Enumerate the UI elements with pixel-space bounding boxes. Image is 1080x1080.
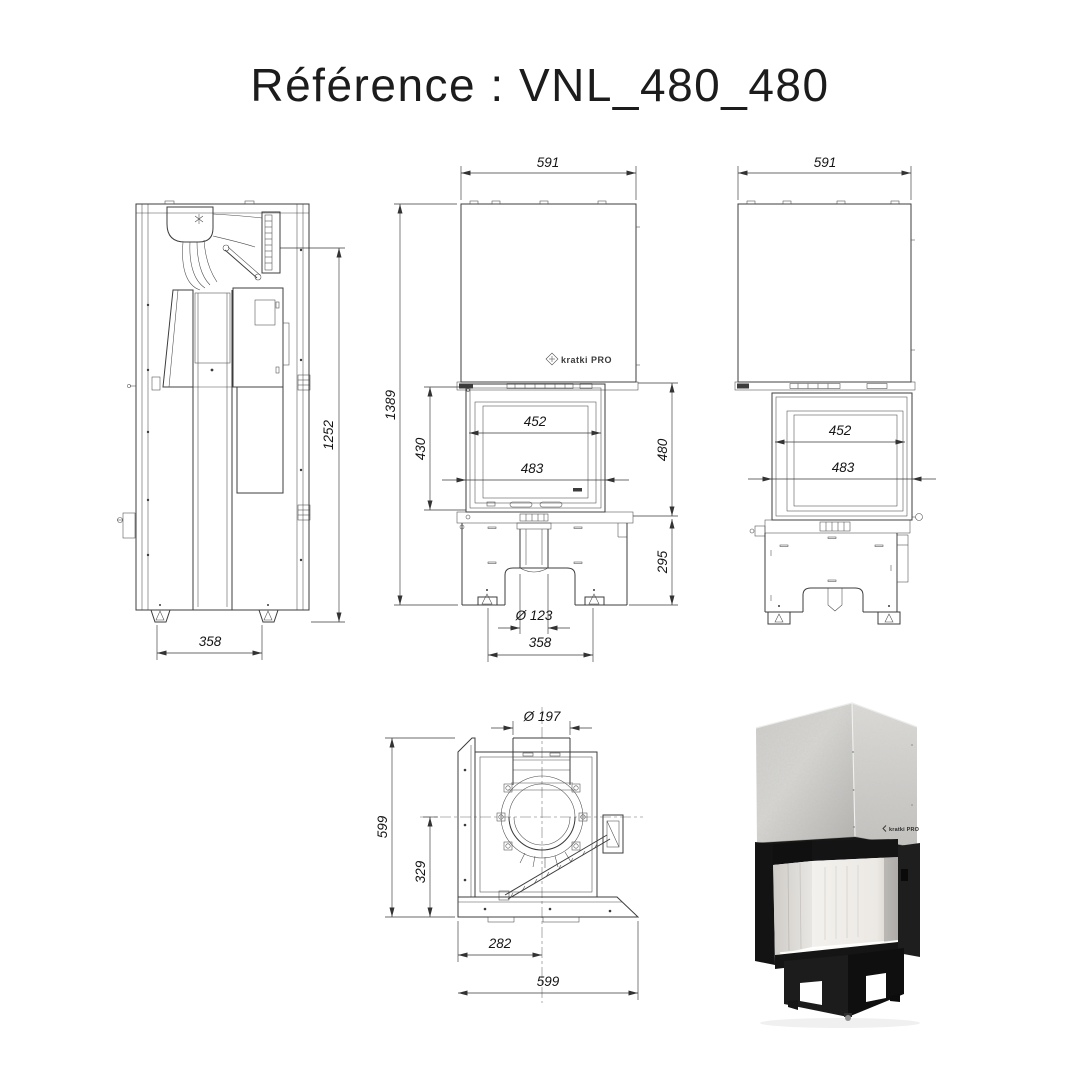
corner-view-body	[734, 200, 923, 625]
dim-flue-axis-offset-label: 282	[488, 936, 512, 951]
photo-brand-label: kratki PRO	[889, 827, 920, 833]
dim-feet-spacing-label: 358	[529, 635, 552, 650]
door-frame	[465, 383, 606, 513]
bottom-wall	[457, 896, 640, 918]
side-view-drawing: 1252 358	[117, 200, 345, 660]
dimension-glass-width: 452	[775, 423, 905, 445]
dimension-feet-spacing: 358	[487, 608, 594, 662]
top-view-body	[420, 707, 643, 1003]
front-view-body: kratki PRO	[456, 200, 640, 606]
dimension-door-width: 483	[748, 460, 936, 482]
dimension-glass-width: 452	[469, 414, 601, 436]
dim-air-inlet-label: Ø 123	[515, 608, 553, 623]
glass-frame	[786, 410, 904, 512]
base-cutout-left	[800, 981, 822, 1005]
glass-left-pane	[773, 861, 812, 955]
base-plinth	[784, 948, 904, 1021]
leveling-foot	[845, 1015, 851, 1021]
dimension-feet-spacing: 358	[156, 625, 263, 660]
base	[764, 533, 909, 625]
dimension-flue-diameter: Ø 197	[491, 709, 592, 735]
page-title: Référence : VNL_480_480	[250, 59, 830, 111]
product-photo: kratki PRO	[755, 702, 920, 1028]
dimension-depth: 599	[375, 737, 455, 918]
left-wall	[457, 737, 476, 898]
dim-glass-width-label: 452	[524, 414, 547, 429]
dim-door-width-label: 483	[521, 461, 544, 476]
dim-base-height-label: 295	[655, 550, 670, 574]
flue-collar	[261, 211, 281, 274]
dim-glass-height-label: 430	[413, 437, 428, 460]
photo-brand-logo: kratki PRO	[882, 825, 920, 833]
dim-glass-width-label: 452	[829, 423, 852, 438]
dim-total-height-label: 1389	[383, 389, 398, 420]
dim-width-label: 591	[537, 155, 560, 170]
brand-label: kratki PRO	[561, 355, 612, 365]
damper-rod	[498, 834, 611, 901]
glass-front-pane	[812, 857, 898, 947]
dim-width-label: 591	[814, 155, 837, 170]
dimension-air-inlet: Ø 123	[498, 574, 570, 634]
dimension-door-height: 480	[633, 382, 678, 517]
side-view-body	[117, 200, 311, 623]
dimension-flue-axis-offset: 282	[457, 921, 542, 962]
dim-height-to-flue-label: 1252	[321, 419, 336, 450]
flue-elbow	[166, 206, 214, 243]
right-pillar	[898, 843, 920, 957]
left-pillar	[755, 842, 775, 965]
shadow	[760, 1018, 920, 1028]
door-frame	[771, 392, 913, 521]
damper-symbol	[194, 214, 204, 224]
dim-door-width-label: 483	[832, 460, 855, 475]
top-view-drawing: Ø 197 599 329 282 599	[375, 707, 643, 1003]
dim-flue-axis-depth-label: 329	[413, 860, 428, 883]
latch-box	[602, 814, 624, 854]
top-panel	[737, 203, 912, 383]
dim-feet-spacing-label: 358	[199, 634, 222, 649]
hinge-pin	[915, 513, 923, 521]
dimension-glass-height: 430	[413, 386, 466, 511]
flue-collar	[496, 775, 588, 868]
side-latch	[122, 512, 136, 539]
dimension-door-width: 483	[442, 461, 629, 483]
front-view-drawing: kratki PRO	[383, 155, 678, 662]
base-cutout-right	[866, 973, 886, 1002]
dimension-total-height: 1389	[383, 203, 458, 606]
dimension-width: 591	[460, 155, 637, 200]
dim-door-height-label: 480	[655, 438, 670, 461]
dimension-base-height: 295	[629, 519, 678, 606]
dimension-height-to-flue: 1252	[280, 247, 345, 623]
dim-depth-label: 599	[375, 815, 390, 838]
dimension-width: 599	[458, 921, 639, 1000]
firebox	[755, 837, 920, 969]
base	[459, 522, 628, 606]
brand-logo: kratki PRO	[545, 352, 612, 366]
dim-width-label: 599	[537, 974, 560, 989]
dimension-flue-axis-depth: 329	[413, 816, 438, 917]
steel-hood: kratki PRO	[755, 702, 920, 849]
dim-flue-diameter-label: Ø 197	[523, 709, 561, 724]
glass-frame	[474, 401, 597, 504]
feet	[150, 604, 279, 623]
dimension-width: 591	[737, 155, 912, 200]
corner-view-drawing: 591 452 483	[734, 155, 936, 625]
